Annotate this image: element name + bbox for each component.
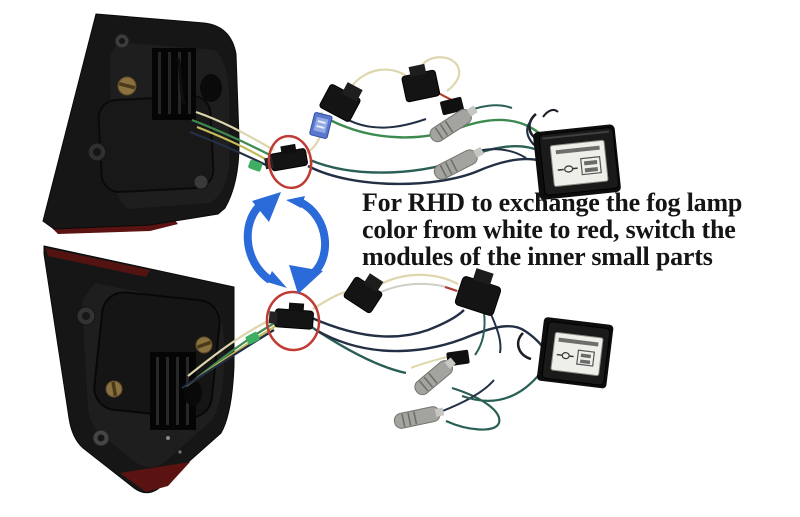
- annotation-text: For RHD to exchange the fog lamp color f…: [362, 189, 742, 270]
- green-clip: [248, 159, 263, 172]
- bullet-connector-e: [433, 146, 485, 180]
- lamp-grommet: [184, 380, 202, 406]
- bullet-connector-i: [414, 357, 456, 396]
- lamp-screws: [87, 33, 222, 190]
- connector-block-a: [319, 82, 363, 122]
- lamp-bulb-recess: [150, 352, 196, 454]
- swap-arrow-right-tail: [286, 196, 305, 208]
- bullet-connector-d: [429, 105, 478, 143]
- blue-wire-tag: [309, 112, 333, 139]
- lamp-maroon-edge-bottom: [120, 462, 190, 492]
- swap-arrows-icon: [243, 192, 330, 294]
- module-lower-wire-in: [516, 332, 532, 361]
- tail-lamp-upper: [42, 13, 275, 234]
- tail-lamp-lower: [43, 245, 279, 494]
- lamp-maroon-edge-top: [46, 248, 150, 277]
- swap-arrow-left: [243, 198, 273, 284]
- connector-block-b: [401, 63, 441, 103]
- module-label: [550, 331, 604, 377]
- annotation-line-2: color from white to red, switch the: [362, 215, 736, 244]
- module-lower: [516, 317, 614, 389]
- swap-arrow-right-head: [289, 265, 323, 294]
- circled-connector-lower: [268, 302, 314, 330]
- red-highlight-circle-lower: [265, 290, 321, 352]
- module-label-marks: [556, 337, 599, 367]
- swap-arrow-left-head: [252, 192, 281, 222]
- harness-lower: [309, 268, 550, 431]
- red-highlight-circle-upper: [267, 134, 313, 190]
- green-clip: [245, 331, 260, 345]
- lamp-bulb-recess: [152, 48, 196, 120]
- bullet-connector-j: [393, 406, 445, 429]
- lamp-grommet: [200, 74, 222, 102]
- connector-small-c: [440, 96, 464, 116]
- swap-arrow-right: [297, 198, 330, 281]
- swap-arrow-left-tail: [267, 271, 287, 288]
- lamp-screws: [76, 306, 213, 447]
- harness-upper: [305, 56, 543, 186]
- module-label-marks: [555, 145, 602, 176]
- annotation-line-1: For RHD to exchange the fog lamp: [362, 188, 743, 217]
- connector-block-f: [343, 273, 384, 314]
- annotation-line-3: modules of the inner small parts: [362, 242, 713, 271]
- module-upper: [526, 108, 621, 200]
- connector-block-g: [454, 268, 502, 316]
